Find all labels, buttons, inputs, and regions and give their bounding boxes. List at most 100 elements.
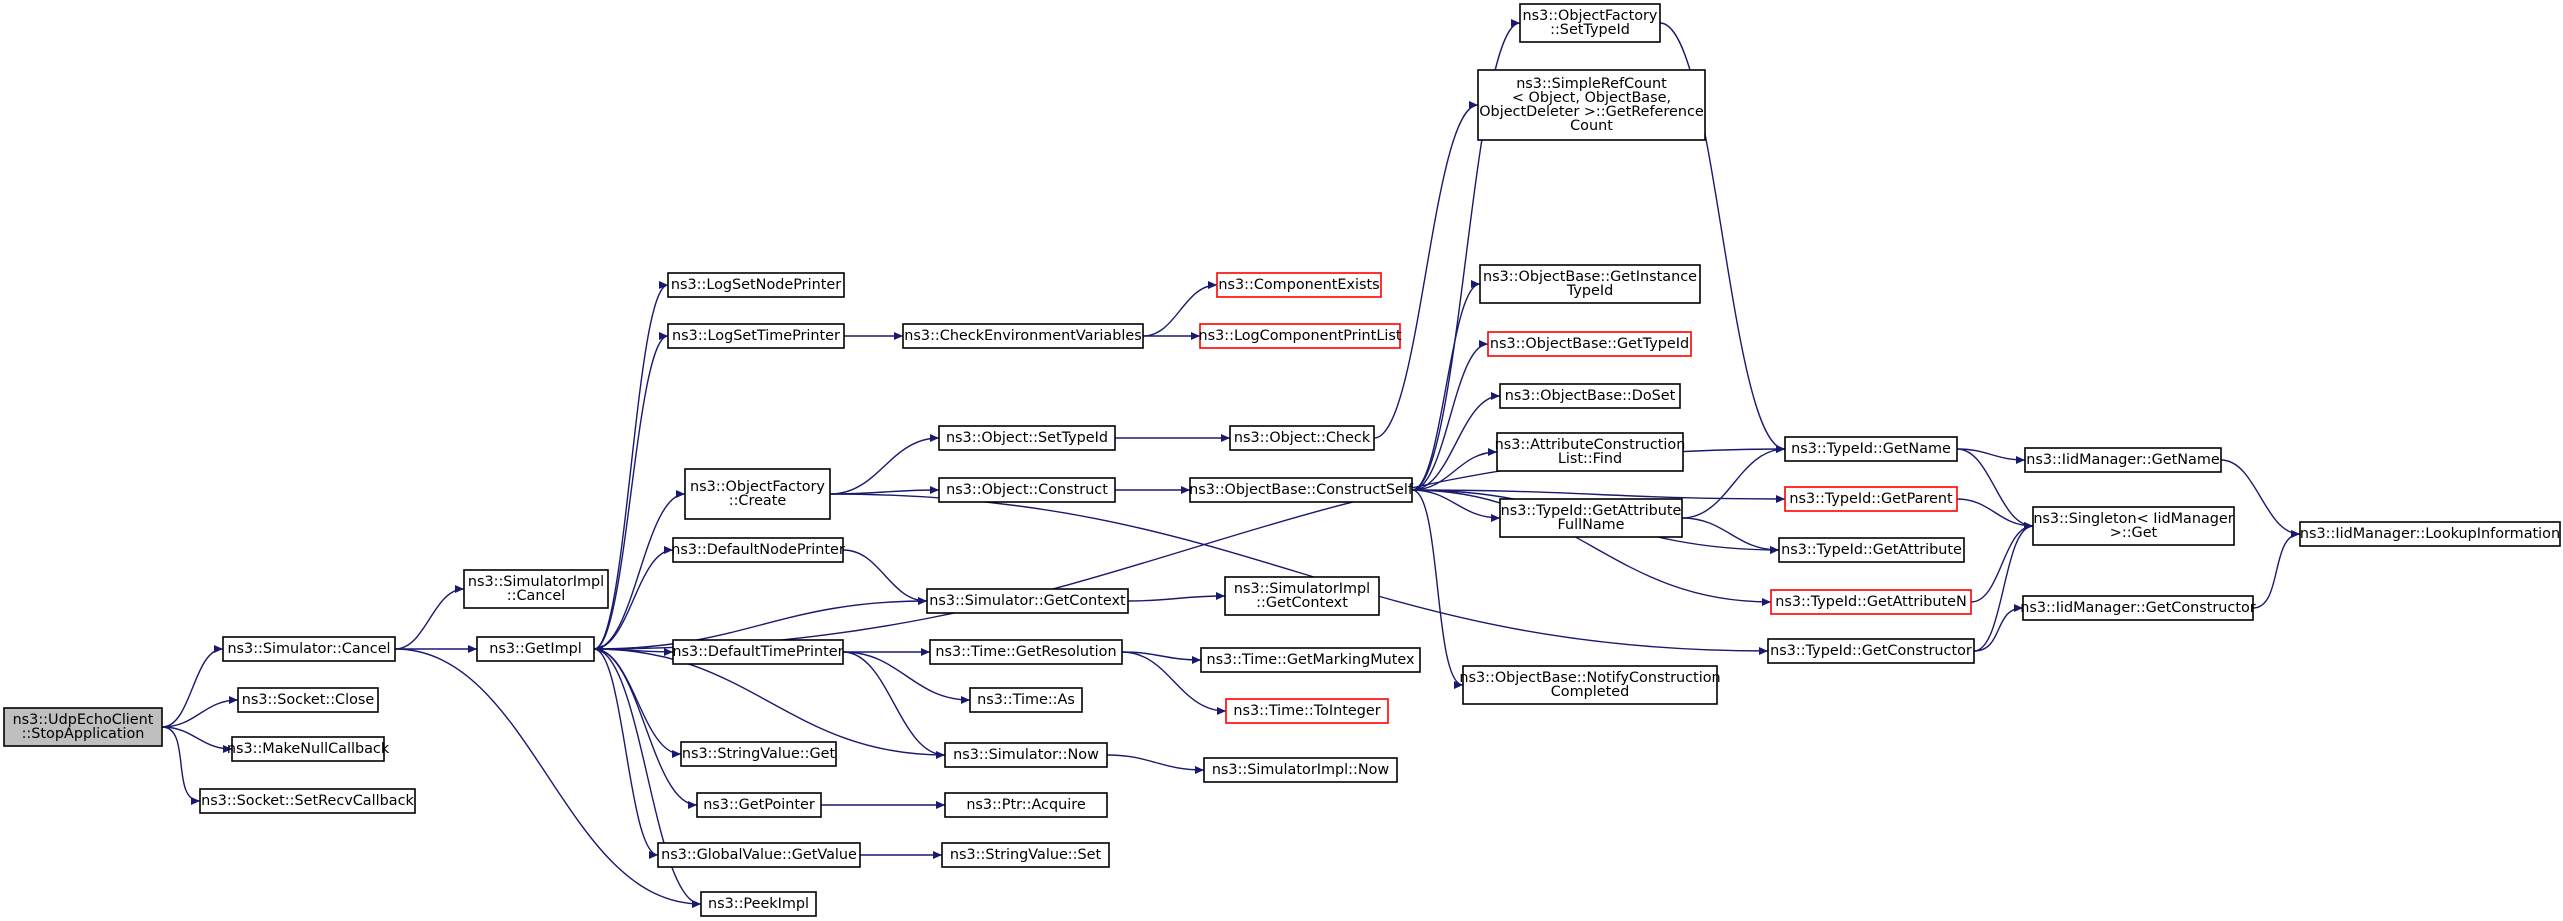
node-box	[700, 891, 817, 917]
edge-arrow	[593, 648, 659, 859]
node-label: ns3::StringValue::Set	[950, 847, 1102, 863]
graph-node-tidgetctor[interactable]: ns3::TypeId::GetConstructor	[1767, 638, 1975, 664]
graph-node-tidgetattr[interactable]: ns3::TypeId::GetAttribute	[1778, 537, 1965, 563]
graph-node-simgetctx[interactable]: ns3::Simulator::GetContext	[926, 588, 1129, 614]
graph-node-simnow[interactable]: ns3::Simulator::Now	[944, 742, 1108, 768]
graph-node-stop[interactable]: ns3::UdpEchoClient::StopApplication	[3, 707, 163, 747]
call-edge	[2252, 530, 2301, 609]
node-box	[1200, 647, 1421, 673]
graph-node-compexists[interactable]: ns3::ComponentExists	[1216, 272, 1382, 298]
call-edge	[1411, 280, 1481, 491]
call-edge	[1681, 445, 1786, 519]
graph-node-peekimpl[interactable]: ns3::PeekImpl	[700, 891, 817, 917]
graph-node-iidgetctor[interactable]: ns3::IidManager::GetConstructor	[2020, 595, 2256, 621]
call-edge	[1411, 489, 1772, 606]
edge-arrow	[593, 648, 702, 908]
call-edge	[394, 585, 465, 650]
graph-node-gvgetvalue[interactable]: ns3::GlobalValue::GetValue	[657, 842, 861, 868]
graph-node-deftime[interactable]: ns3::DefaultTimePrinter	[672, 639, 844, 665]
graph-node-tidgetname[interactable]: ns3::TypeId::GetName	[1784, 436, 1958, 462]
call-edge	[593, 648, 702, 908]
node-box	[941, 842, 1110, 868]
node-box	[1477, 69, 1706, 141]
call-edge	[1970, 522, 2034, 603]
node-label: ns3::DefaultNodePrinter	[671, 542, 845, 558]
graph-node-tidgetattrn[interactable]: ns3::TypeId::GetAttributeN	[1770, 589, 1972, 615]
graph-node-simplerefcount[interactable]: ns3::SimpleRefCount< Object, ObjectBase,…	[1477, 69, 1706, 141]
graph-node-constructself[interactable]: ns3::ObjectBase::ConstructSelf	[1189, 477, 1414, 503]
graph-node-setrecv[interactable]: ns3::Socket::SetRecvCallback	[199, 788, 416, 814]
edge-layer	[161, 19, 2301, 908]
edge-arrow	[1659, 22, 1786, 453]
graph-node-lognode[interactable]: ns3::LogSetNodePrinter	[667, 272, 845, 298]
edge-arrow	[1373, 101, 1479, 439]
graph-node-strget[interactable]: ns3::StringValue::Get	[680, 741, 837, 767]
graph-node-logcompprint[interactable]: ns3::LogComponentPrintList	[1199, 323, 1402, 349]
graph-node-notifyconst[interactable]: ns3::ObjectBase::NotifyConstructionCompl…	[1459, 665, 1721, 705]
node-box	[1487, 331, 1692, 357]
node-box	[672, 639, 844, 665]
graph-node-lookup[interactable]: ns3::IidManager::LookupInformation	[2299, 521, 2561, 547]
graph-node-timemutex[interactable]: ns3::Time::GetMarkingMutex	[1200, 647, 1421, 673]
graph-node-simimplcancel[interactable]: ns3::SimulatorImpl::Cancel	[463, 569, 609, 609]
graph-node-simcancel[interactable]: ns3::Simulator::Cancel	[222, 636, 396, 662]
graph-node-dosset[interactable]: ns3::ObjectBase::DoSet	[1499, 383, 1681, 409]
node-label: ns3::Object::Construct	[946, 482, 1108, 498]
graph-node-ofsettypeid[interactable]: ns3::ObjectFactory::SetTypeId	[1519, 3, 1661, 43]
graph-node-logtime[interactable]: ns3::LogSetTimePrinter	[667, 323, 845, 349]
graph-node-ptracquire[interactable]: ns3::Ptr::Acquire	[944, 792, 1108, 818]
node-box	[657, 842, 861, 868]
graph-node-getpointer[interactable]: ns3::GetPointer	[696, 792, 822, 818]
edge-arrow	[1956, 448, 2034, 530]
edge-arrow	[1411, 280, 1481, 491]
node-label: ::Cancel	[507, 588, 565, 604]
node-label: ::SetTypeId	[1550, 22, 1630, 38]
call-edge	[394, 648, 702, 908]
node-label: ns3::ObjectFactory	[690, 479, 825, 495]
graph-node-objsettypeid[interactable]: ns3::Object::SetTypeId	[938, 425, 1116, 451]
node-box	[969, 687, 1083, 713]
graph-node-defnode[interactable]: ns3::DefaultNodePrinter	[671, 537, 845, 563]
graph-node-timegetres[interactable]: ns3::Time::GetResolution	[929, 639, 1123, 665]
graph-node-simimplnow[interactable]: ns3::SimulatorImpl::Now	[1203, 757, 1398, 783]
node-label: ns3::SimulatorImpl	[1234, 581, 1370, 597]
graph-node-timeas[interactable]: ns3::Time::As	[969, 687, 1083, 713]
call-edge	[1411, 340, 1489, 491]
graph-node-getimpl[interactable]: ns3::GetImpl	[476, 636, 595, 662]
edge-arrow	[2252, 530, 2301, 609]
graph-node-singleton[interactable]: ns3::Singleton< IidManager>::Get	[2032, 506, 2235, 546]
graph-node-objcheck[interactable]: ns3::Object::Check	[1229, 425, 1375, 451]
graph-node-timetoint[interactable]: ns3::Time::ToInteger	[1225, 698, 1389, 724]
call-edge	[161, 726, 233, 753]
node-label: TypeId	[1566, 283, 1613, 299]
node-label: ns3::DefaultTimePrinter	[672, 644, 843, 660]
edge-arrow	[1411, 489, 1464, 689]
graph-node-objconstruct[interactable]: ns3::Object::Construct	[938, 477, 1116, 503]
graph-node-makenull[interactable]: ns3::MakeNullCallback	[227, 736, 390, 762]
node-box	[1199, 323, 1401, 349]
node-box	[1229, 425, 1375, 451]
call-edge	[1411, 448, 1498, 491]
graph-node-tidgetparent[interactable]: ns3::TypeId::GetParent	[1784, 486, 1958, 512]
node-label: ns3::Time::As	[977, 692, 1075, 708]
edge-arrow	[1681, 517, 1780, 554]
edge-arrow	[842, 651, 946, 759]
graph-node-sockclose[interactable]: ns3::Socket::Close	[237, 687, 379, 713]
node-label: ns3::Object::SetTypeId	[946, 430, 1108, 446]
node-label: ns3::TypeId::GetName	[1791, 441, 1951, 457]
call-edge	[1973, 522, 2034, 652]
call-edge	[593, 648, 659, 859]
graph-node-strset[interactable]: ns3::StringValue::Set	[941, 842, 1110, 868]
call-edge	[1973, 604, 2024, 652]
graph-node-checkenv[interactable]: ns3::CheckEnvironmentVariables	[902, 323, 1144, 349]
graph-node-simimplgetctx[interactable]: ns3::SimulatorImpl::GetContext	[1224, 576, 1380, 616]
graph-node-ofcreate[interactable]: ns3::ObjectFactory::Create	[684, 468, 831, 520]
node-label: ns3::SimulatorImpl::Now	[1212, 762, 1390, 778]
node-label: ns3::Simulator::GetContext	[929, 593, 1126, 609]
graph-node-obgettypeid[interactable]: ns3::ObjectBase::GetTypeId	[1487, 331, 1692, 357]
graph-node-iidgetname[interactable]: ns3::IidManager::GetName	[2024, 447, 2222, 473]
